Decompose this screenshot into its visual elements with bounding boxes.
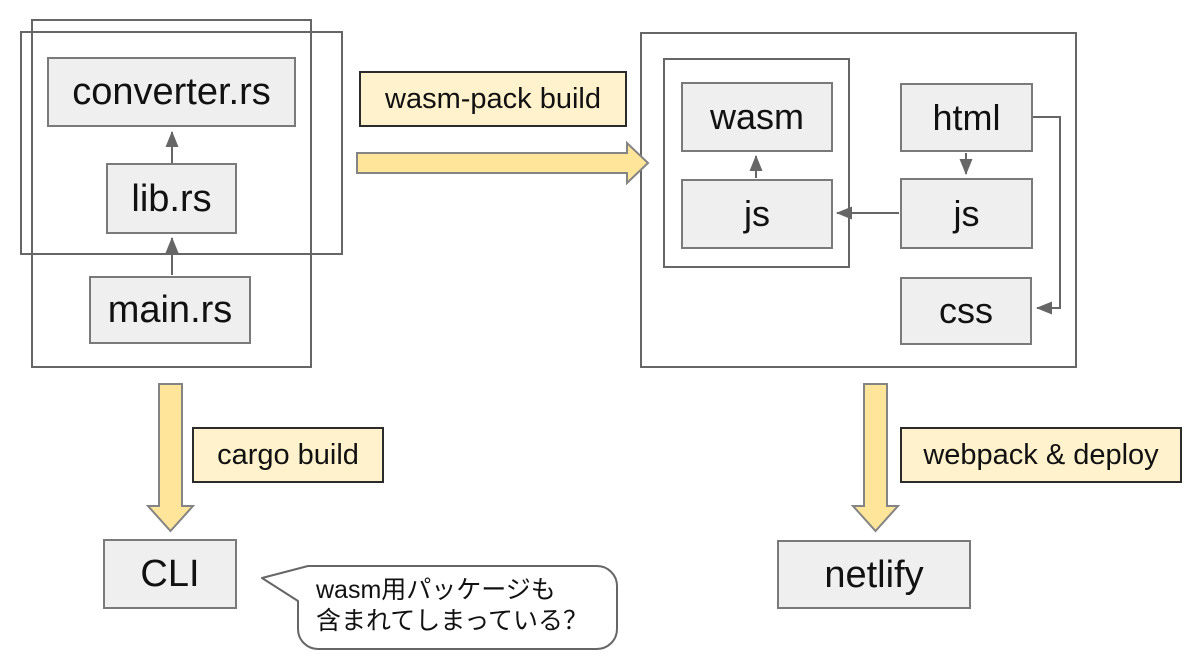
js-bindings-label: js	[744, 193, 770, 234]
cli-box: CLI	[103, 539, 237, 609]
js-label: js	[953, 192, 980, 234]
webpack-deploy-text: webpack & deploy	[923, 438, 1159, 471]
rust-lib-crate-group	[20, 31, 343, 255]
html-box: html	[900, 83, 1033, 152]
speech-bubble-line-2: 含まれてしまっている？	[316, 607, 589, 635]
main-rs-box: main.rs	[89, 276, 251, 344]
css-box: css	[900, 277, 1032, 345]
speech-bubble-line-1: wasm用パッケージも	[316, 576, 556, 604]
main-rs-label: main.rs	[107, 289, 233, 331]
netlify-label: netlify	[824, 553, 924, 596]
cli-label: CLI	[140, 553, 200, 595]
wasm-pack-build-label: wasm-pack build	[359, 71, 627, 127]
lib-rs-box: lib.rs	[106, 163, 237, 234]
cargo-build-text: cargo build	[217, 438, 359, 471]
netlify-box: netlify	[777, 540, 971, 609]
html-to-css-arrow	[1033, 116, 1061, 315]
html-label: html	[932, 96, 1001, 138]
css-label: css	[939, 290, 993, 331]
js-box: js	[900, 178, 1033, 249]
wasm-pack-build-arrow	[356, 140, 650, 186]
js-bindings-box: js	[681, 179, 833, 249]
lib-rs-label: lib.rs	[131, 177, 212, 220]
wasm-box: wasm	[681, 82, 833, 152]
cargo-build-arrow	[145, 383, 196, 533]
speech-bubble-text: wasm用パッケージも 含まれてしまっている？	[316, 575, 608, 637]
webpack-deploy-label: webpack & deploy	[900, 427, 1182, 483]
cargo-build-label: cargo build	[192, 427, 384, 483]
webpack-deploy-arrow	[850, 383, 901, 533]
wasm-label: wasm	[709, 96, 804, 137]
wasm-pkg-group	[663, 58, 850, 268]
rust-bin-crate-group	[31, 19, 312, 368]
web-bundle-group	[640, 32, 1077, 368]
converter-rs-label: converter.rs	[72, 71, 271, 113]
speech-bubble	[261, 565, 618, 650]
wasm-pack-build-text: wasm-pack build	[385, 82, 601, 115]
converter-rs-box: converter.rs	[47, 57, 296, 127]
